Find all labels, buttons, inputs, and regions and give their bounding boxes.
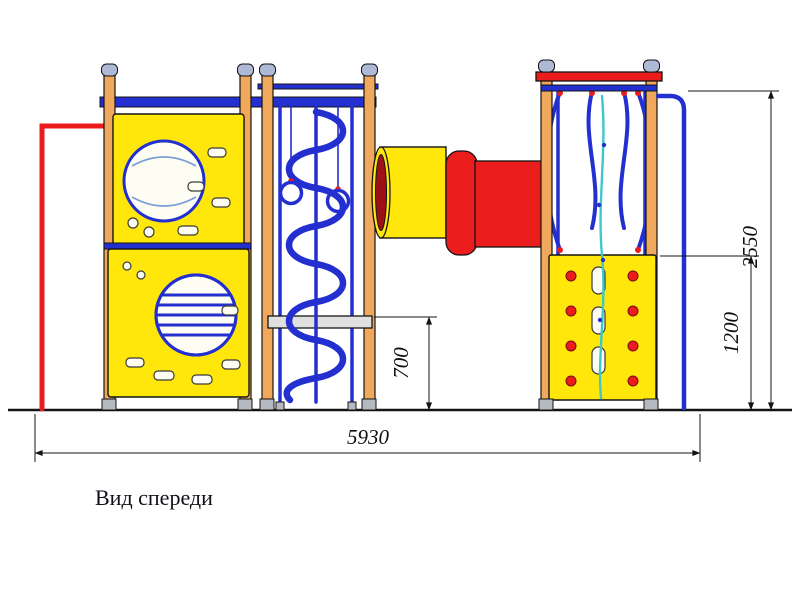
rope-knot bbox=[600, 257, 606, 263]
hole bbox=[125, 357, 145, 368]
hole bbox=[207, 147, 227, 158]
post-cap bbox=[101, 63, 118, 77]
climbing-hold bbox=[565, 305, 577, 317]
porthole-glass-arc bbox=[131, 156, 197, 167]
hole bbox=[591, 346, 606, 375]
hole bbox=[191, 374, 213, 385]
platform bbox=[267, 315, 373, 329]
porthole-window bbox=[122, 139, 206, 223]
climbing-hold bbox=[565, 340, 577, 352]
crawl-tube bbox=[371, 146, 545, 256]
climbing-hold bbox=[565, 270, 577, 282]
top-rail-thin bbox=[257, 83, 379, 90]
spiral-climber bbox=[283, 108, 347, 404]
tower2-top-bar bbox=[535, 71, 663, 82]
middle-post-right bbox=[363, 73, 376, 406]
rope-knot bbox=[601, 142, 607, 148]
climbing-hold bbox=[627, 270, 639, 282]
post-foot bbox=[237, 398, 253, 411]
tower2-rail bbox=[540, 84, 658, 92]
tower-1 bbox=[101, 63, 254, 411]
dim-label-width: 5930 bbox=[347, 425, 390, 449]
hole bbox=[122, 261, 132, 271]
dimension-annotations: 5930 2550 1200 700 bbox=[34, 90, 779, 462]
mid-rail bbox=[103, 242, 252, 250]
climbing-hold bbox=[627, 375, 639, 387]
post-foot bbox=[259, 398, 275, 411]
pipe-foot bbox=[347, 401, 357, 411]
climbing-hold bbox=[627, 305, 639, 317]
tube-red-body bbox=[474, 160, 545, 248]
tower1-panel-bottom-holes bbox=[122, 261, 241, 385]
dim-label-height: 2550 bbox=[738, 226, 762, 269]
porthole-glass-arc bbox=[131, 196, 197, 207]
rope-knot bbox=[596, 202, 602, 208]
tower-2 bbox=[535, 59, 663, 411]
hole bbox=[177, 225, 199, 236]
gym-ring-2 bbox=[325, 188, 351, 214]
post-foot bbox=[101, 398, 117, 411]
climb-arc bbox=[618, 90, 630, 230]
top-beam bbox=[99, 96, 377, 108]
tower1-panel-top-holes bbox=[127, 147, 231, 238]
hole bbox=[591, 266, 606, 295]
climb-arc bbox=[586, 90, 598, 230]
tube-flange-ring bbox=[445, 150, 478, 256]
post-cap bbox=[643, 59, 660, 73]
view-title: Вид спереди bbox=[95, 485, 213, 510]
hole bbox=[143, 226, 155, 238]
post-foot bbox=[538, 398, 554, 411]
post-cap bbox=[538, 59, 555, 73]
hole bbox=[153, 370, 175, 381]
hole bbox=[187, 181, 205, 192]
fireman-pole bbox=[655, 93, 687, 411]
post-cap bbox=[237, 63, 254, 77]
pipe-foot bbox=[275, 401, 285, 411]
post-foot bbox=[643, 398, 659, 411]
hole bbox=[136, 270, 146, 280]
tube-opening bbox=[375, 154, 387, 231]
post-cap bbox=[361, 63, 378, 77]
hole bbox=[221, 305, 239, 316]
rope-knot bbox=[597, 317, 603, 323]
dim-label-wall: 1200 bbox=[719, 312, 743, 355]
striped-window-bars bbox=[156, 293, 236, 337]
hole bbox=[127, 217, 139, 229]
hole bbox=[211, 197, 231, 208]
arc-connector bbox=[557, 247, 563, 253]
hole bbox=[221, 359, 241, 370]
arc-connector bbox=[635, 247, 641, 253]
post-foot bbox=[361, 398, 377, 411]
post-cap bbox=[259, 63, 276, 77]
dim-label-platform: 700 bbox=[389, 347, 413, 379]
middle-post-left bbox=[261, 73, 274, 406]
climbing-holds bbox=[565, 270, 639, 387]
gym-ring-1 bbox=[278, 180, 304, 206]
climbing-hold bbox=[627, 340, 639, 352]
climbing-hold bbox=[565, 375, 577, 387]
red-pole-left bbox=[39, 123, 109, 412]
middle-frame bbox=[259, 63, 378, 411]
